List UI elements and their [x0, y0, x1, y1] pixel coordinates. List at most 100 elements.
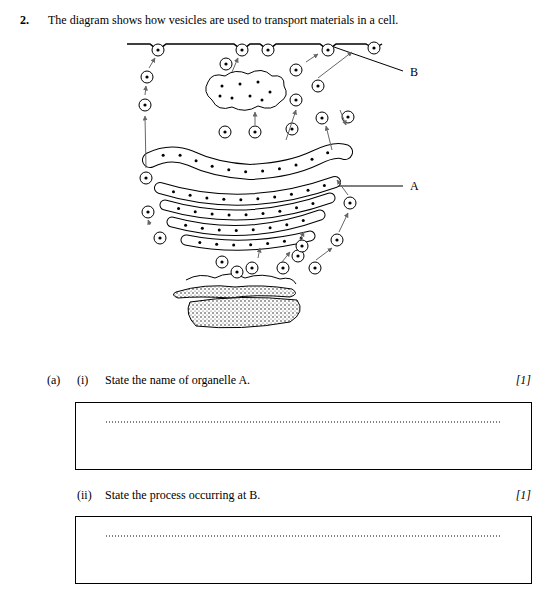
- movement-arrow: [339, 213, 348, 232]
- cell-membrane: [127, 44, 382, 48]
- vesicle: [342, 111, 354, 123]
- content-dot: [235, 229, 238, 232]
- content-dot: [194, 210, 197, 213]
- vesicle: [236, 44, 248, 56]
- movement-arrow: [282, 252, 290, 262]
- content-dot: [256, 197, 259, 200]
- content-dot: [311, 202, 314, 205]
- vesicle: [216, 256, 228, 268]
- content-dot: [261, 170, 264, 173]
- vesicle: [296, 240, 308, 252]
- vesicle: [220, 58, 232, 70]
- vesicle: [290, 64, 302, 76]
- content-dot: [261, 99, 264, 102]
- answer-line: [106, 422, 502, 423]
- content-dot: [307, 189, 310, 192]
- content-dot: [239, 83, 242, 86]
- content-dot: [184, 224, 187, 227]
- part-label: A: [410, 179, 419, 193]
- golgi-cisterna: [186, 236, 310, 245]
- content-dot: [245, 213, 248, 216]
- sub-question-number: (a): [47, 373, 60, 387]
- content-dot: [278, 210, 281, 213]
- content-dot: [295, 164, 298, 167]
- content-dot: [211, 165, 214, 168]
- content-dot: [179, 154, 182, 157]
- golgi-cisterna: [150, 151, 345, 172]
- content-dot: [249, 95, 252, 98]
- vesicle: [277, 262, 289, 274]
- movement-arrow: [232, 58, 238, 72]
- content-dot: [311, 158, 314, 161]
- er-membrane: [188, 297, 300, 327]
- vesicle: [139, 99, 151, 111]
- content-dot: [219, 95, 222, 98]
- part-label: B: [410, 65, 418, 79]
- vesicle: [290, 94, 302, 106]
- vesicle: [322, 44, 334, 56]
- movement-arrow: [149, 58, 155, 68]
- golgi-lumen: [186, 236, 310, 245]
- content-dot: [252, 228, 255, 231]
- sub-question-number: (ii): [77, 488, 92, 502]
- content-dot: [285, 223, 288, 226]
- vesicle: [246, 262, 258, 274]
- golgi-lumen: [160, 182, 335, 200]
- content-dot: [326, 151, 329, 154]
- content-dot: [283, 240, 286, 243]
- answer-line: [106, 536, 502, 537]
- golgi-cisterna: [160, 182, 335, 200]
- content-dot: [218, 229, 221, 232]
- sub-question-number: (i): [77, 373, 88, 387]
- content-dot: [162, 154, 165, 157]
- vesicle: [140, 172, 152, 184]
- content-dot: [302, 219, 305, 222]
- vesicle: [249, 126, 261, 138]
- vesicle: [344, 197, 356, 209]
- content-dot: [211, 212, 214, 215]
- mark-allocation: [1]: [516, 373, 531, 387]
- golgi-lumen: [150, 151, 345, 172]
- content-dot: [227, 168, 230, 171]
- movement-arrow: [255, 112, 256, 125]
- vesicle: [262, 44, 274, 56]
- question-number: 2.: [20, 13, 29, 27]
- content-dot: [172, 190, 175, 193]
- content-dot: [269, 226, 272, 229]
- vesicle: [154, 232, 166, 244]
- movement-arrow: [337, 180, 348, 195]
- content-dot: [266, 242, 269, 245]
- question-stem: The diagram shows how vesicles are used …: [48, 13, 508, 27]
- vesicle: [231, 266, 243, 278]
- movement-arrow: [145, 116, 146, 168]
- secretory-vesicle: [206, 70, 287, 110]
- question-text: State the name of organelle A.: [105, 373, 485, 387]
- content-dot: [269, 91, 272, 94]
- er-membrane: [173, 286, 295, 298]
- content-dot: [249, 243, 252, 246]
- content-dot: [215, 243, 218, 246]
- movement-arrow: [318, 52, 352, 78]
- content-dot: [221, 85, 224, 88]
- content-dot: [262, 212, 265, 215]
- content-dot: [323, 184, 326, 187]
- answer-box: [76, 517, 532, 584]
- vesicle: [368, 42, 380, 54]
- mark-allocation: [1]: [516, 488, 531, 502]
- content-dot: [205, 196, 208, 199]
- movement-arrow: [340, 110, 346, 125]
- content-dot: [295, 206, 298, 209]
- movement-arrow: [306, 54, 318, 62]
- vesicle: [312, 80, 324, 92]
- movement-arrow: [326, 126, 332, 150]
- content-dot: [189, 194, 192, 197]
- content-dot: [244, 170, 247, 173]
- vesicle: [141, 71, 153, 83]
- vesicle: [219, 126, 231, 138]
- content-dot: [177, 207, 180, 210]
- golgi-lumen: [165, 198, 330, 215]
- content-dot: [257, 81, 260, 84]
- content-dot: [228, 213, 231, 216]
- content-dot: [232, 244, 235, 247]
